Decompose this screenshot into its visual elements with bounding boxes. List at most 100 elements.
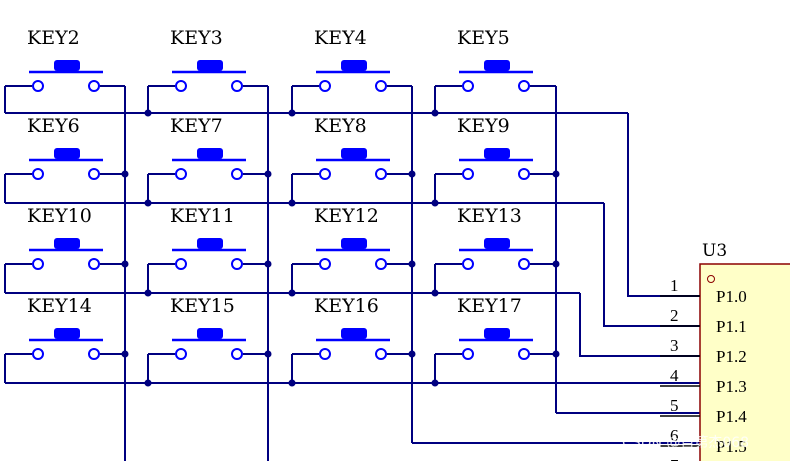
switch-cap xyxy=(197,148,223,159)
chip-pin-name: P1.4 xyxy=(716,407,747,426)
chip-pin-number: 6 xyxy=(670,426,679,445)
switch-contact xyxy=(32,80,44,92)
key-label: KEY6 xyxy=(27,115,80,137)
key-label: KEY14 xyxy=(27,295,92,317)
chip-u3: U3 xyxy=(699,241,790,461)
key-label: KEY9 xyxy=(457,115,510,137)
key-label: KEY2 xyxy=(27,27,80,49)
switch-contact xyxy=(319,258,331,270)
junction-dot xyxy=(288,199,296,207)
chip-pin-number: 2 xyxy=(670,306,679,325)
switch-contact xyxy=(375,80,387,92)
switch-contact xyxy=(518,80,530,92)
switch-contact xyxy=(518,348,530,360)
junction-dot xyxy=(431,289,439,297)
chip-pin-name: P1.1 xyxy=(716,317,747,336)
key-label: KEY16 xyxy=(314,295,379,317)
row2-to-pin xyxy=(579,293,700,357)
chip-pin-number: 7 xyxy=(670,456,679,461)
key-switch: KEY14 xyxy=(5,295,125,360)
switch-contact xyxy=(375,258,387,270)
switch-contact xyxy=(462,348,474,360)
chip-pin-name: P1.3 xyxy=(716,377,747,396)
switch-cap xyxy=(54,148,80,159)
switch-contact xyxy=(175,80,187,92)
switch-contact xyxy=(32,168,44,180)
switch-contact xyxy=(518,258,530,270)
row0-to-pin xyxy=(627,113,700,297)
switch-contact xyxy=(175,348,187,360)
switch-contact xyxy=(462,80,474,92)
switch-contact xyxy=(32,258,44,270)
switch-contact xyxy=(319,348,331,360)
switch-contact xyxy=(375,168,387,180)
key-switch: KEY13 xyxy=(435,205,556,270)
chip-pin-number: 5 xyxy=(670,396,679,415)
junction-dot xyxy=(431,199,439,207)
switch-contact xyxy=(88,80,100,92)
junction-dot xyxy=(144,289,152,297)
chip-pin-number: 3 xyxy=(670,336,679,355)
key-label: KEY17 xyxy=(457,295,522,317)
wiring-layer xyxy=(4,86,700,461)
key-switch: KEY8 xyxy=(292,115,412,180)
chip-pin-name: P1.0 xyxy=(716,287,747,306)
key-label: KEY7 xyxy=(170,115,223,137)
switch-cap xyxy=(484,328,510,339)
switch-contact xyxy=(319,80,331,92)
junction-dot xyxy=(431,379,439,387)
key-label: KEY12 xyxy=(314,205,379,227)
watermark: CSDN @自第杰068 xyxy=(622,434,749,451)
chip-pin1-marker xyxy=(707,275,715,283)
key-switch: KEY12 xyxy=(292,205,412,270)
junction-dot xyxy=(144,109,152,117)
switch-cap xyxy=(197,328,223,339)
junction-dot xyxy=(144,379,152,387)
key-label: KEY4 xyxy=(314,27,367,49)
switch-contact xyxy=(462,258,474,270)
junction-dot xyxy=(288,289,296,297)
switch-contact xyxy=(319,168,331,180)
switch-cap xyxy=(341,148,367,159)
key-switch: KEY10 xyxy=(5,205,125,270)
switch-cap xyxy=(341,328,367,339)
switch-contact xyxy=(462,168,474,180)
chip-pin-number: 4 xyxy=(670,366,679,385)
junction-dot xyxy=(431,109,439,117)
chip-ref-label: U3 xyxy=(702,241,727,261)
row1-to-pin xyxy=(603,203,700,327)
switch-contact xyxy=(88,258,100,270)
switch-contact xyxy=(375,348,387,360)
key-switch: KEY15 xyxy=(148,295,268,360)
switch-contact xyxy=(175,168,187,180)
chip-pin-name: P1.2 xyxy=(716,347,747,366)
switch-contact xyxy=(231,168,243,180)
switch-cap xyxy=(484,148,510,159)
switch-contact xyxy=(32,348,44,360)
key-switch: KEY7 xyxy=(148,115,268,180)
switch-contact xyxy=(231,80,243,92)
switch-contact xyxy=(231,258,243,270)
switch-cap xyxy=(484,238,510,249)
key-switch: KEY9 xyxy=(435,115,556,180)
switch-cap xyxy=(54,60,80,71)
key-label: KEY5 xyxy=(457,27,510,49)
key-label: KEY3 xyxy=(170,27,223,49)
switch-cap xyxy=(341,60,367,71)
junction-dot xyxy=(288,109,296,117)
switch-contact xyxy=(231,348,243,360)
key-switch: KEY5 xyxy=(435,27,556,92)
key-label: KEY10 xyxy=(27,205,92,227)
junction-dot xyxy=(144,199,152,207)
junction-dot xyxy=(288,379,296,387)
switch-contact xyxy=(88,168,100,180)
key-switch: KEY17 xyxy=(435,295,556,360)
key-switch: KEY2 xyxy=(5,27,125,92)
key-switch: KEY6 xyxy=(5,115,125,180)
key-switch: KEY3 xyxy=(148,27,268,92)
switch-cap xyxy=(341,238,367,249)
switch-cap xyxy=(484,60,510,71)
switch-contact xyxy=(88,348,100,360)
